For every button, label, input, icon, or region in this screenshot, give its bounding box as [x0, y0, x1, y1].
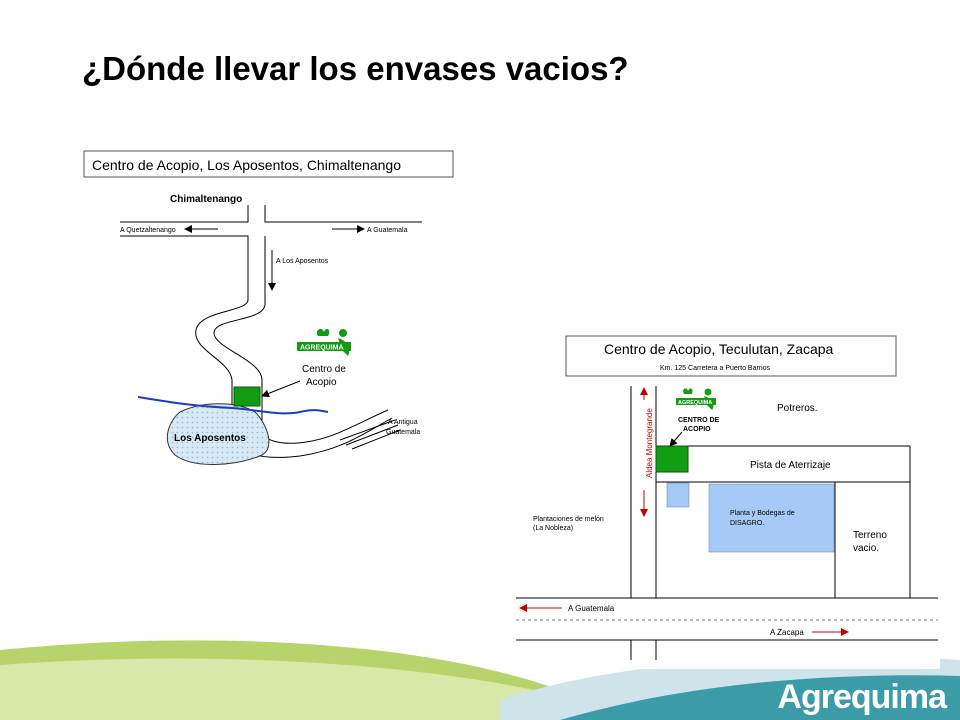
map2-aldea-label: Aldea Montegrande [645, 408, 654, 478]
map2-planta-1: Planta y Bodegas de [730, 510, 795, 517]
map1-to-quetzaltenango: A Quetzaltenango [120, 227, 176, 234]
brand-logo: Agrequima [777, 678, 947, 716]
map2-potreros: Potreros. [777, 403, 818, 414]
map1-to-antigua-2: Guatemala [386, 429, 420, 436]
map2-terreno-2: vacio. [853, 543, 879, 554]
map1-center-square [233, 386, 261, 407]
map2-plantaciones-1: Plantaciones de melón [533, 516, 604, 523]
map2-pista: Pista de Aterrizaje [750, 460, 831, 471]
map1-town: Chimaltenango [170, 194, 242, 205]
map1-to-aposentos: A Los Aposentos [276, 258, 329, 265]
map-teculutan: Centro de Acopio, Teculutan, Zacapa Km. … [503, 327, 940, 669]
map1-center-label-1: Centro de [302, 364, 346, 375]
map2-small-building [666, 482, 690, 508]
map2-planta-2: DISAGRO. [730, 520, 764, 527]
map-los-aposentos: Centro de Acopio, Los Aposentos, Chimalt… [83, 150, 454, 465]
river-line [137, 396, 329, 415]
map2-center-label-1: CENTRO DE [678, 417, 720, 424]
map2-planta-building [708, 483, 835, 553]
map2-plantaciones-2: (La Nobleza) [533, 525, 573, 532]
map2-terreno-1: Terreno [853, 530, 887, 541]
map1-logo-word: AGREQUIMA [300, 345, 344, 352]
map1-center-label-2: Acopio [306, 377, 337, 388]
footer-swoosh [0, 640, 960, 720]
map2-center-square [655, 445, 689, 473]
map1-title-box [83, 150, 454, 178]
map2-title-box [565, 335, 897, 377]
map2-to-zacapa: A Zacapa [770, 628, 804, 637]
map1-title: Centro de Acopio, Los Aposentos, Chimalt… [92, 157, 401, 173]
map1-lake-label: Los Aposentos [174, 433, 246, 444]
map2-logo-word: AGREQUIMA [678, 400, 712, 406]
map2-to-guatemala: A Guatemala [568, 604, 615, 613]
map1-to-guatemala: A Guatemala [367, 227, 408, 234]
map1-agrequima-logo: AGREQUIMA [297, 329, 351, 356]
slide-title: ¿Dónde llevar los envases vacios? [82, 50, 629, 87]
map2-title: Centro de Acopio, Teculutan, Zacapa [604, 341, 834, 357]
lake-shape [166, 403, 270, 465]
map2-center-label-2: ACOPIO [683, 426, 711, 433]
map1-to-antigua-1: A Antigua [388, 419, 418, 426]
map2-subtitle: Km. 125 Carretera a Puerto Barrios [660, 365, 771, 372]
map2-agrequima-logo: AGREQUIMA [676, 388, 716, 410]
